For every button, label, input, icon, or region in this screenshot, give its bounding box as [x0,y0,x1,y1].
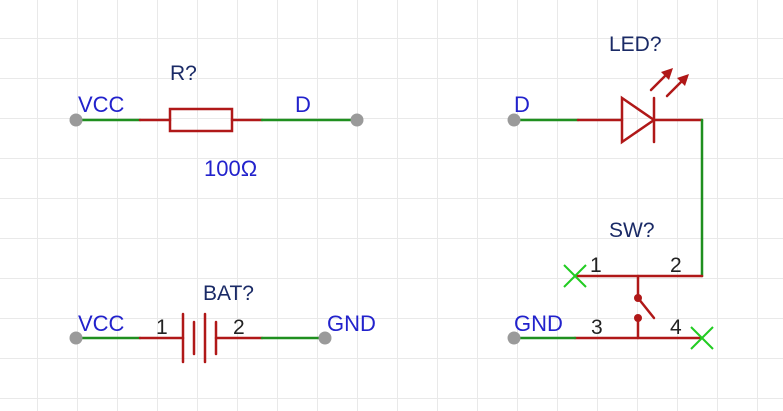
net-label-d-2[interactable]: D [514,92,530,117]
no-connect-pin-4-icon[interactable] [690,326,714,350]
resistor-value[interactable]: 100Ω [204,156,257,181]
net-port-vcc-2[interactable] [69,331,83,345]
switch-contact-bottom [634,314,642,322]
net-port-d-2[interactable] [507,113,521,127]
no-connect-pin-1-icon[interactable] [563,264,587,288]
switch-designator[interactable]: SW? [609,219,655,242]
switch-blade-icon[interactable] [636,296,656,320]
switch-pin-2: 2 [670,254,682,277]
led-emission-arrowhead-1 [661,68,673,80]
net-label-vcc-2[interactable]: VCC [78,311,125,336]
net-port-gnd[interactable] [318,331,332,345]
resistor-designator[interactable]: R? [170,62,197,85]
net-port-d[interactable] [350,113,364,127]
led-designator[interactable]: LED? [609,33,662,56]
switch-pin-3: 3 [591,316,603,339]
switch-pin-4: 4 [670,316,682,339]
resistor-circuit: R? VCC D 100Ω [69,62,364,181]
net-label-vcc[interactable]: VCC [78,92,125,117]
switch-circuit: SW? GND 1 2 3 4 [507,118,714,350]
led-circuit: LED? D [507,33,704,145]
net-label-d[interactable]: D [295,92,311,117]
switch-pin-1: 1 [590,254,602,277]
net-port-vcc[interactable] [69,113,83,127]
led-emission-arrowhead-2 [677,74,689,86]
battery-circuit: BAT? VCC GND 1 2 [69,282,376,364]
resistor-body[interactable] [168,107,234,133]
net-label-gnd[interactable]: GND [327,311,376,336]
battery-pin-2: 2 [233,316,245,339]
battery-designator[interactable]: BAT? [203,282,254,305]
net-port-gnd-2[interactable] [507,331,521,345]
net-label-gnd-2[interactable]: GND [514,311,563,336]
led-triangle-icon[interactable] [620,95,657,145]
battery-pin-1: 1 [156,316,168,339]
